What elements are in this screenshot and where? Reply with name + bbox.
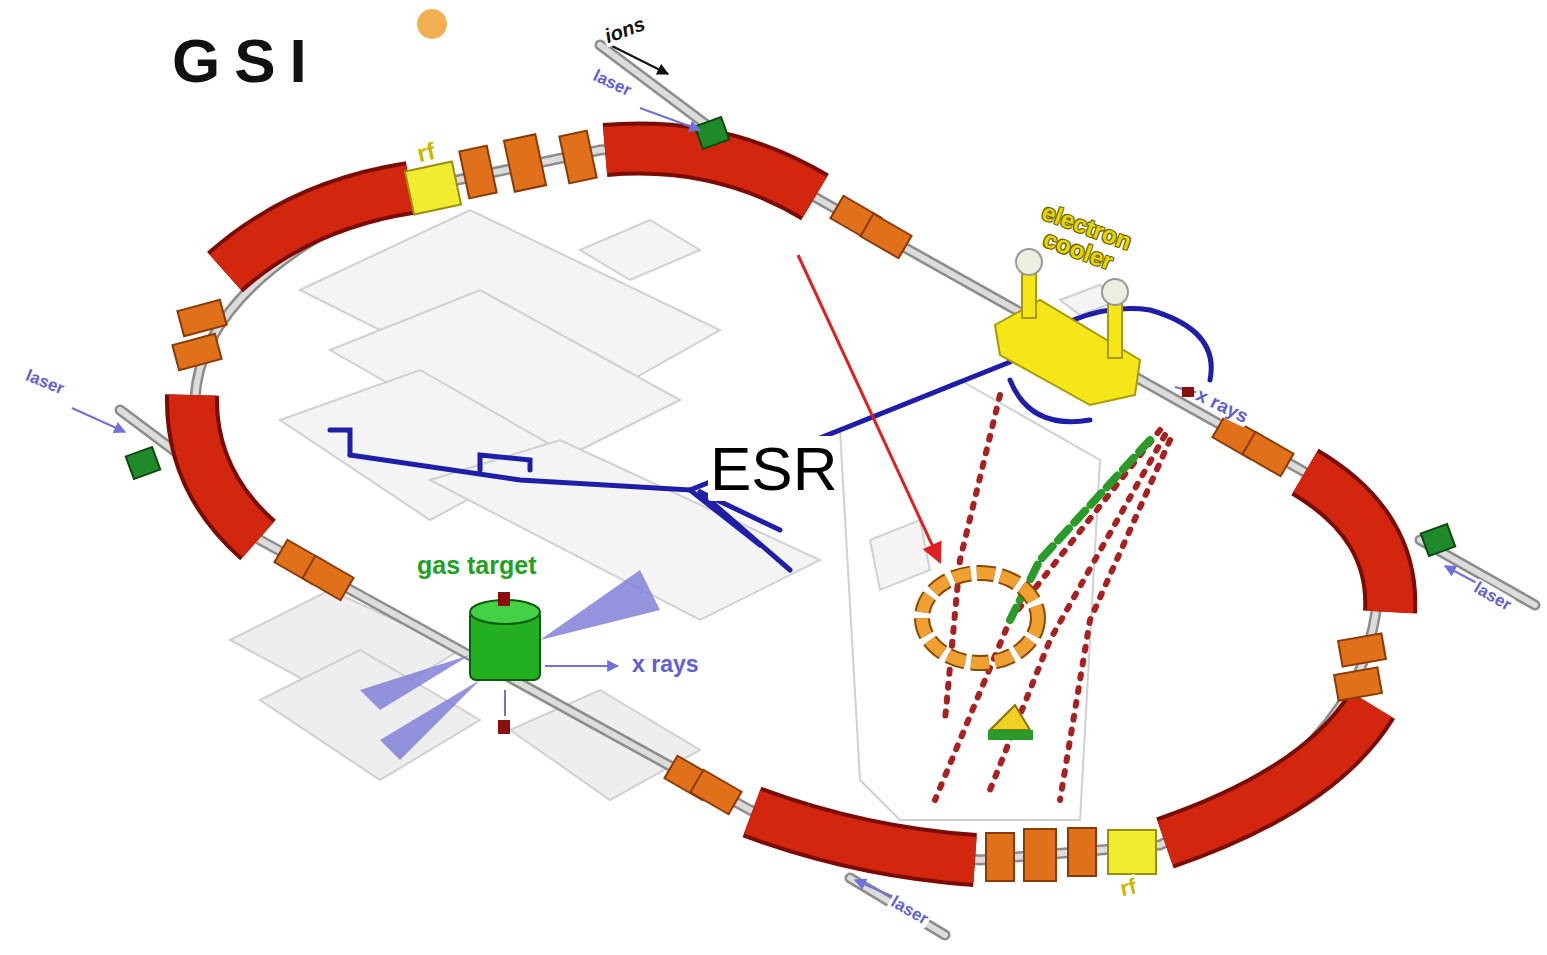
pointer-arrow <box>798 255 940 562</box>
target-station <box>988 705 1033 740</box>
xray-label: x rays <box>1191 384 1253 428</box>
building-outline <box>230 210 1120 820</box>
rf-label: rf <box>413 138 439 167</box>
dipole-magnet <box>192 149 1390 860</box>
rf-label: rf <box>1116 874 1140 901</box>
laser-label: laser <box>588 66 635 101</box>
small-storage-ring <box>922 573 1038 663</box>
gas-target <box>360 570 660 760</box>
beam-label: ions <box>600 13 650 48</box>
beam-pipe <box>195 149 1378 860</box>
xray-label: x rays <box>630 652 701 676</box>
small-storage-ring <box>922 573 1038 663</box>
ring-name: ESR <box>708 436 839 501</box>
device-label: electron cooler <box>1023 196 1143 281</box>
logo-text: GSI <box>170 28 323 93</box>
logo-dot <box>417 9 447 39</box>
laser-pipe <box>120 45 1535 935</box>
laser-label: laser <box>21 366 68 399</box>
laser-label: laser <box>886 892 933 929</box>
quadrupole-magnet <box>172 131 1386 881</box>
beamline-chain <box>935 395 1170 800</box>
beam-arrow <box>72 46 1490 902</box>
laser-port <box>126 117 1456 556</box>
beam-pipe <box>195 149 1378 860</box>
electron-cooler <box>995 249 1194 405</box>
laser-label: laser <box>1469 578 1516 615</box>
device-label: gas target <box>415 552 538 578</box>
rf-cavity <box>405 161 1156 874</box>
